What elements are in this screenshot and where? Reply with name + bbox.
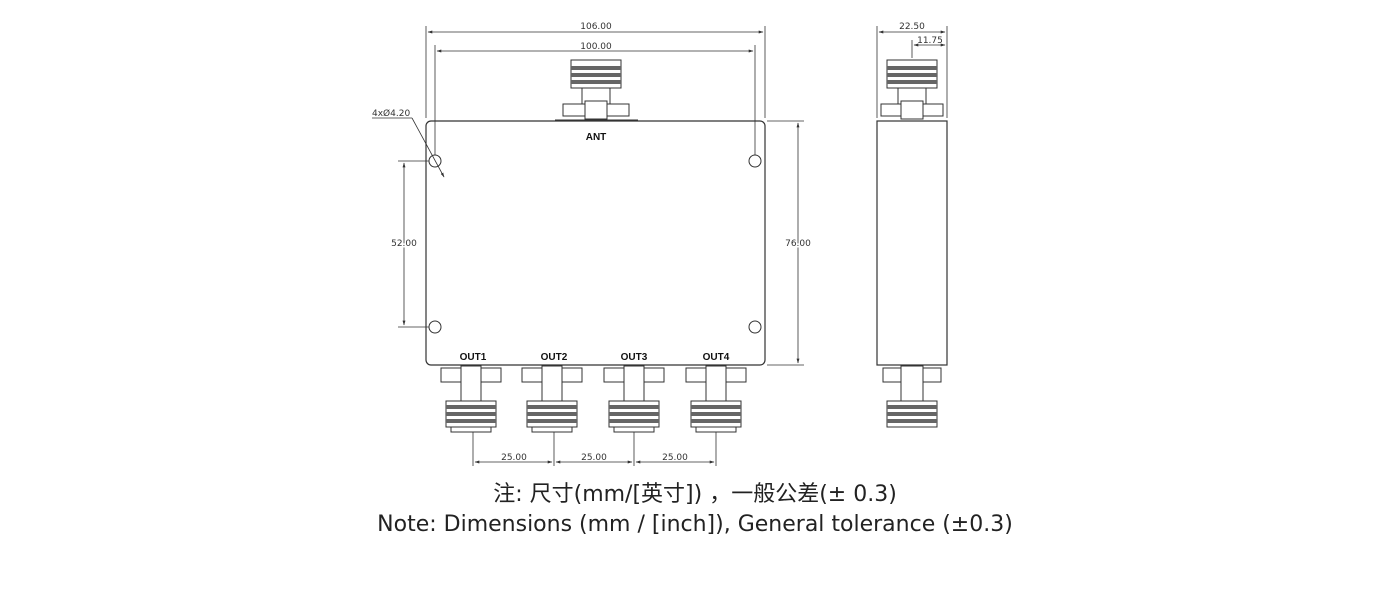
hole-callout: 4xØ4.20	[372, 108, 445, 178]
dim-body-height: 76.00	[767, 120, 813, 366]
dim-side-offset: 11.75	[911, 36, 946, 58]
pitch-3-text: 25.00	[662, 453, 688, 463]
out-connector-3	[603, 365, 665, 433]
mounting-hole	[748, 320, 762, 334]
dim-connector-pitch: 25.00 25.00 25.00	[472, 432, 717, 466]
out-connector-1	[440, 365, 502, 433]
out1-label: OUT1	[460, 352, 487, 363]
dim-hole-spacing-h: 100.00	[434, 42, 756, 155]
pitch-2-text: 25.00	[581, 453, 607, 463]
dim-side-width-text: 22.50	[899, 22, 925, 32]
dim-body-height-text: 76.00	[785, 239, 811, 249]
mounting-hole	[428, 320, 442, 334]
side-bottom-connector	[882, 365, 942, 428]
side-top-connector	[880, 59, 944, 120]
front-view: ANT OUT1 OUT2 OUT3 OUT4 106.00 100.00 4x…	[372, 22, 813, 466]
dim-hole-spacing-v: 52.00	[390, 160, 429, 328]
pitch-1-text: 25.00	[501, 453, 527, 463]
front-body	[425, 120, 766, 366]
side-body	[876, 120, 948, 366]
dim-side-width: 22.50	[876, 22, 948, 118]
dim-side-offset-text: 11.75	[917, 36, 943, 46]
technical-drawing: ANT OUT1 OUT2 OUT3 OUT4 106.00 100.00 4x…	[372, 22, 948, 466]
out-connectors	[440, 365, 747, 433]
out-connector-4	[685, 365, 747, 433]
dim-overall-width: 106.00	[425, 22, 766, 118]
out-connector-2	[521, 365, 583, 433]
ant-label: ANT	[586, 132, 607, 143]
dim-hole-spacing-h-text: 100.00	[580, 42, 612, 52]
dim-hole-spacing-v-text: 52.00	[391, 239, 417, 249]
mounting-hole	[748, 154, 762, 168]
note-english: Note: Dimensions (mm / [inch]), General …	[377, 512, 1013, 537]
dim-overall-width-text: 106.00	[580, 22, 612, 32]
out3-label: OUT3	[621, 352, 648, 363]
side-view: 22.50 11.75	[876, 22, 948, 428]
note-chinese: 注: 尺寸(mm/[英寸]) ，一般公差(± 0.3)	[493, 482, 897, 507]
out2-label: OUT2	[541, 352, 568, 363]
ant-connector	[555, 59, 638, 121]
out4-label: OUT4	[703, 352, 730, 363]
hole-callout-text: 4xØ4.20	[372, 108, 410, 119]
